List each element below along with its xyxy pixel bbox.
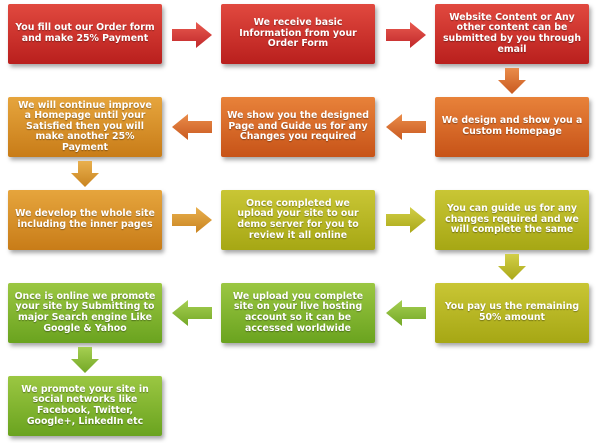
arrow-down-icon <box>498 254 526 280</box>
step-2-text: We receive basic Information from your O… <box>239 17 357 50</box>
step-5-box: We show you the designed Page and Guide … <box>221 97 375 157</box>
step-9-box: You can guide us for any changes require… <box>435 190 589 250</box>
step-8-text: Once completed we upload your site to ou… <box>237 197 359 241</box>
step-2-box: We receive basic Information from your O… <box>221 4 375 64</box>
arrow-down-icon <box>498 68 526 94</box>
step-12-box: Once is online we promote your site by S… <box>8 283 162 343</box>
arrow-right-icon <box>386 22 426 48</box>
step-5-text: We show you the designed Page and Guide … <box>227 110 369 143</box>
arrow-left-icon <box>386 300 426 326</box>
step-4-box: We design and show you a Custom Homepage <box>435 97 589 157</box>
step-13-box: We promote your site in social networks … <box>8 376 162 436</box>
arrow-right-icon <box>386 207 426 233</box>
arrow-left-icon <box>386 114 426 140</box>
step-1-box: You fill out our Order form and make 25%… <box>8 4 162 64</box>
arrow-left-icon <box>172 114 212 140</box>
arrow-down-icon <box>71 347 99 373</box>
step-8-box: Once completed we upload your site to ou… <box>221 190 375 250</box>
arrow-down-icon <box>71 161 99 187</box>
step-4-text: We design and show you a Custom Homepage <box>441 115 583 137</box>
step-12-text: Once is online we promote your site by S… <box>14 290 156 334</box>
step-6-text: We will continue improve a Homepage unti… <box>18 99 152 153</box>
step-11-text: We upload you complete site on your live… <box>232 290 364 334</box>
arrow-left-icon <box>172 300 212 326</box>
step-6-box: We will continue improve a Homepage unti… <box>8 97 162 157</box>
step-10-box: You pay us the remaining 50% amount <box>435 283 589 343</box>
step-3-box: Website Content or Any other content can… <box>435 4 589 64</box>
arrow-right-icon <box>172 207 212 233</box>
step-11-box: We upload you complete site on your live… <box>221 283 375 343</box>
arrow-right-icon <box>172 22 212 48</box>
step-3-text: Website Content or Any other content can… <box>442 11 582 55</box>
step-1-text: You fill out our Order form and make 25%… <box>15 22 155 44</box>
step-7-text: We develop the whole site including the … <box>15 208 155 230</box>
step-10-text: You pay us the remaining 50% amount <box>444 301 580 323</box>
step-9-text: You can guide us for any changes require… <box>445 203 579 236</box>
step-13-text: We promote your site in social networks … <box>21 383 149 427</box>
step-7-box: We develop the whole site including the … <box>8 190 162 250</box>
